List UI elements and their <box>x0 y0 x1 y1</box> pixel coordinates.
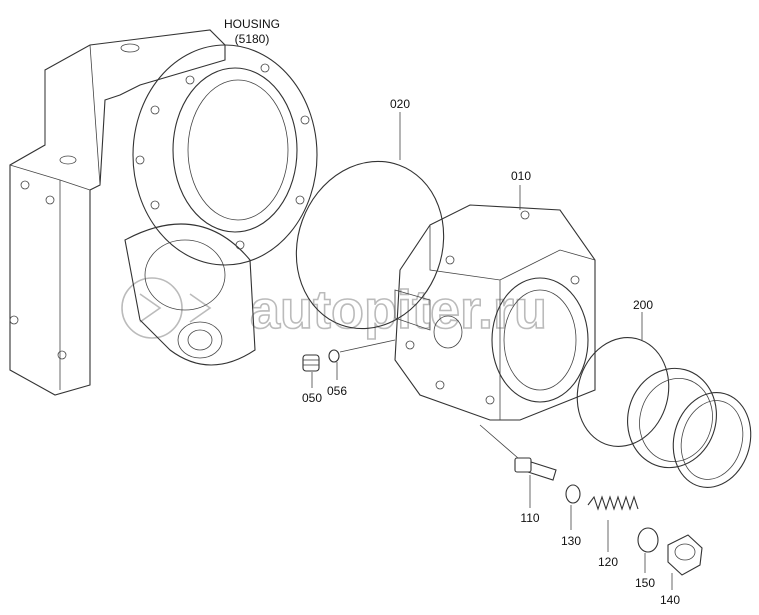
o-ring-020[interactable] <box>273 141 466 350</box>
leader-axis <box>339 339 396 353</box>
bolt-110[interactable] <box>514 457 557 481</box>
label-120: 120 <box>598 555 618 569</box>
label-200: 200 <box>633 298 653 312</box>
leader-axis-110 <box>479 424 519 459</box>
label-130: 130 <box>561 534 581 548</box>
housing-label: HOUSING <box>224 17 280 31</box>
seal-200[interactable] <box>565 327 759 496</box>
cover-block-010[interactable] <box>394 204 596 421</box>
label-110: 110 <box>520 511 539 525</box>
housing-code-label: (5180) <box>235 32 270 46</box>
label-010: 010 <box>511 169 531 183</box>
label-020: 020 <box>390 97 410 111</box>
o-ring-056[interactable] <box>328 349 340 363</box>
housing-part[interactable] <box>9 29 318 396</box>
label-140: 140 <box>660 593 680 607</box>
watermark: autopiter.ru <box>121 277 548 341</box>
label-056: 056 <box>327 384 347 398</box>
washer-130[interactable] <box>565 484 581 504</box>
plug-140[interactable] <box>667 534 703 576</box>
plug-050[interactable] <box>302 354 320 372</box>
label-150: 150 <box>635 576 655 590</box>
o-ring-150[interactable] <box>637 527 659 553</box>
spring-120[interactable] <box>587 495 639 511</box>
label-050: 050 <box>302 391 322 405</box>
